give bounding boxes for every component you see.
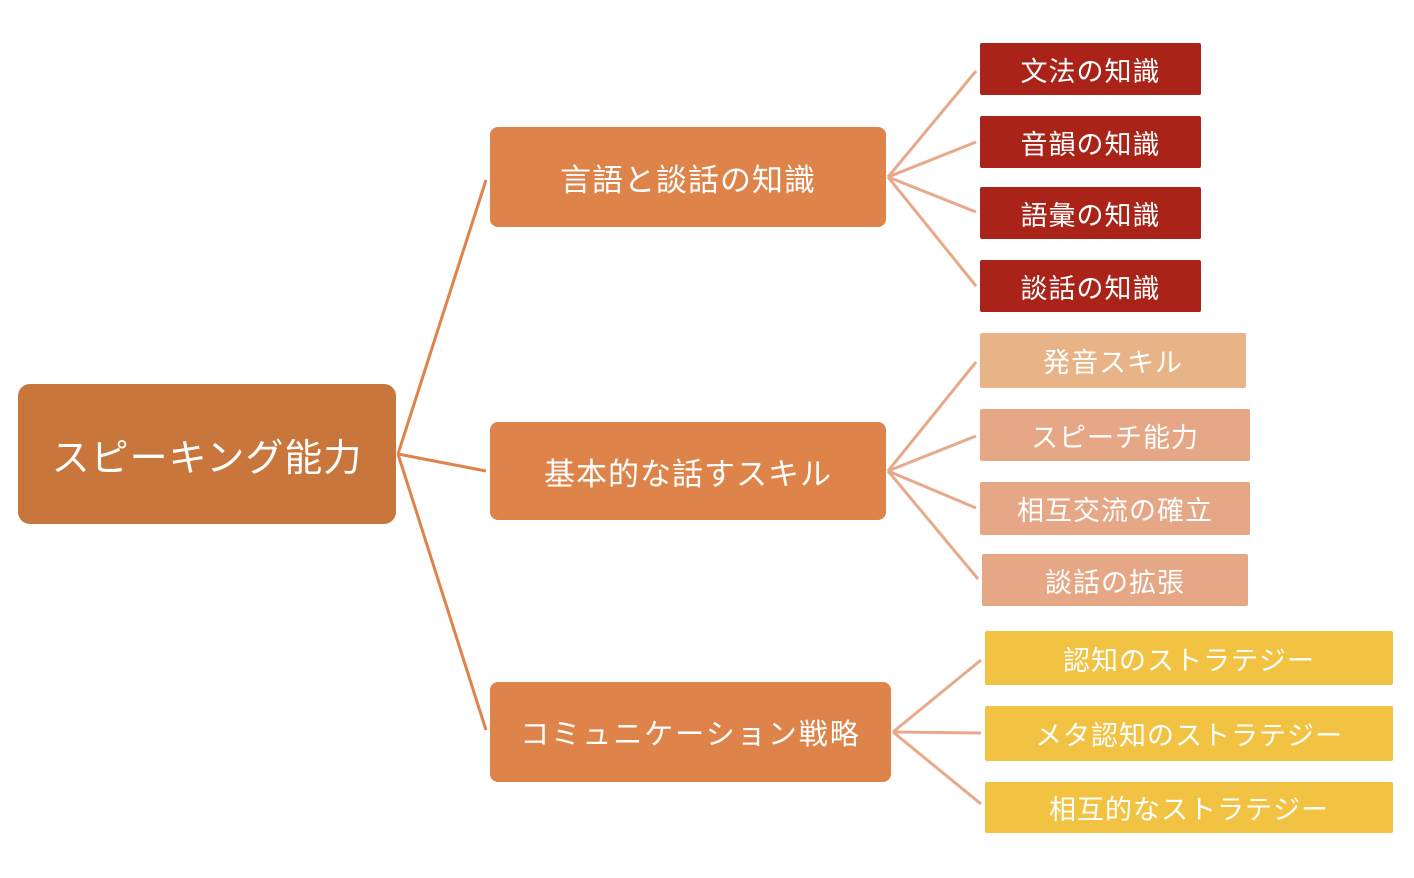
category-node-speaking-skills: 基本的な話すスキル: [490, 422, 886, 520]
connector-cat3-leaf3: [892, 730, 982, 806]
connector-cat2-leaf1: [886, 361, 978, 472]
connector-cat1-leaf4: [886, 176, 978, 287]
connector-root-to-communication-strategies: [396, 453, 488, 731]
connector-cat1-leaf2: [887, 140, 977, 179]
leaf-node-phonology-knowledge: 音韻の知識: [980, 116, 1201, 168]
root-node: スピーキング能力: [18, 384, 396, 524]
category-node-language-knowledge: 言語と談話の知識: [490, 127, 886, 227]
leaf-node-metacognitive-strategies: メタ認知のストラテジー: [985, 706, 1393, 761]
connector-root-to-language-knowledge: [396, 179, 488, 455]
connector-cat1-leaf1: [886, 70, 978, 178]
connector-root-to-speaking-skills: [397, 452, 487, 473]
leaf-node-interactive-strategies: 相互的なストラテジー: [985, 782, 1393, 833]
leaf-node-pronunciation-skill: 発音スキル: [980, 333, 1246, 388]
leaf-node-grammar-knowledge: 文法の知識: [980, 43, 1201, 95]
leaf-node-cognitive-strategies: 認知のストラテジー: [985, 631, 1393, 685]
leaf-node-extending-discourse: 談話の拡張: [982, 554, 1248, 606]
leaf-node-speech-ability: スピーチ能力: [980, 409, 1250, 461]
connector-cat3-leaf2: [892, 730, 982, 735]
connector-cat3-leaf1: [892, 658, 982, 734]
leaf-node-establishing-interaction: 相互交流の確立: [980, 482, 1250, 535]
leaf-node-discourse-knowledge: 談話の知識: [980, 260, 1201, 312]
connector-cat2-leaf4: [886, 470, 980, 580]
connector-cat2-leaf2: [887, 434, 977, 473]
connector-cat2-leaf3: [887, 469, 977, 510]
category-node-communication-strategies: コミュニケーション戦略: [490, 682, 891, 782]
connector-cat1-leaf3: [887, 175, 977, 214]
leaf-node-vocabulary-knowledge: 語彙の知識: [980, 187, 1201, 239]
